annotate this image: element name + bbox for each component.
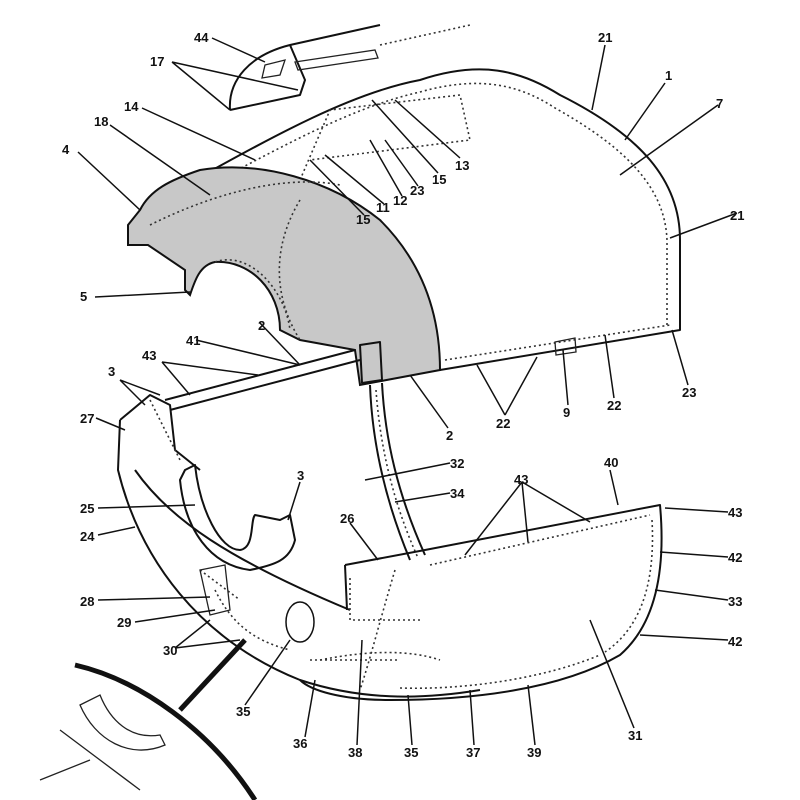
callout-5: 5 — [80, 289, 87, 304]
callout-3b: 3 — [297, 468, 304, 483]
callout-18: 18 — [94, 114, 108, 129]
side-strut — [369, 382, 426, 561]
callout-28: 28 — [80, 594, 94, 609]
callout-2: 2 — [258, 318, 265, 333]
callout-13: 13 — [455, 158, 469, 173]
callout-43c: 43 — [728, 505, 742, 520]
callout-23: 23 — [410, 183, 424, 198]
callout-31: 31 — [628, 728, 642, 743]
callout-27: 27 — [80, 411, 94, 426]
callout-22: 22 — [496, 416, 510, 431]
callout-43b: 43 — [514, 472, 528, 487]
shaded-cowl-section — [127, 166, 442, 387]
callout-24: 24 — [80, 529, 95, 544]
callout-25: 25 — [80, 501, 94, 516]
callout-9: 9 — [563, 405, 570, 420]
callout-36: 36 — [293, 736, 307, 751]
callout-43: 43 — [142, 348, 156, 363]
callout-41: 41 — [186, 333, 200, 348]
callout-32: 32 — [450, 456, 464, 471]
upper-cowling-panel — [139, 68, 681, 371]
lower-left-frame — [117, 349, 481, 698]
callout-14: 14 — [124, 99, 139, 114]
lower-right-panel — [299, 504, 663, 701]
callout-42: 42 — [728, 550, 742, 565]
callout-7: 7 — [716, 96, 723, 111]
callout-15: 15 — [432, 172, 446, 187]
callout-26: 26 — [340, 511, 354, 526]
inset-detail — [39, 638, 258, 800]
callout-labels: 44 17 14 18 4 5 13 15 23 12 11 15 21 1 7… — [62, 30, 744, 760]
callout-35b: 35 — [404, 745, 418, 760]
callout-30: 30 — [163, 643, 177, 658]
leader-lines — [77, 37, 738, 746]
callout-22b: 22 — [607, 398, 621, 413]
callout-39: 39 — [527, 745, 541, 760]
callout-21: 21 — [598, 30, 612, 45]
callout-17: 17 — [150, 54, 164, 69]
callout-33: 33 — [728, 594, 742, 609]
callout-21b: 21 — [730, 208, 744, 223]
callout-11: 11 — [376, 200, 390, 215]
callout-2b: 2 — [446, 428, 453, 443]
callout-42b: 42 — [728, 634, 742, 649]
callout-34: 34 — [450, 486, 465, 501]
callout-1: 1 — [665, 68, 672, 83]
callout-12: 12 — [393, 193, 407, 208]
callout-37: 37 — [466, 745, 480, 760]
callout-29: 29 — [117, 615, 131, 630]
callout-35: 35 — [236, 704, 250, 719]
callout-4: 4 — [62, 142, 70, 157]
callout-15b: 15 — [356, 212, 370, 227]
callout-40: 40 — [604, 455, 618, 470]
callout-44: 44 — [194, 30, 209, 45]
callout-38: 38 — [348, 745, 362, 760]
callout-3: 3 — [108, 364, 115, 379]
callout-23b: 23 — [682, 385, 696, 400]
top-cover-part — [228, 24, 471, 111]
